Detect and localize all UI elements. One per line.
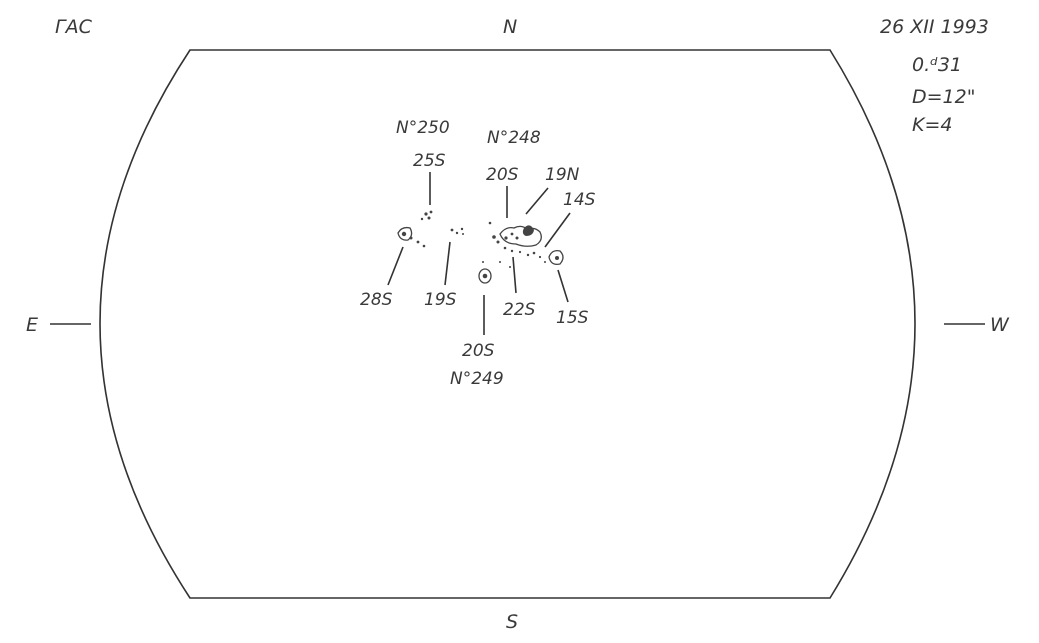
diameter-label: D=12": [912, 86, 975, 108]
date-label: 26 XII 1993: [880, 16, 989, 38]
group-248-label-19n: 19N: [545, 165, 580, 185]
direction-north: N: [503, 16, 517, 38]
group-249-label-20s: 20S: [462, 341, 495, 361]
group-249-number: N°249: [450, 369, 504, 389]
group-248-label-14s: 14S: [563, 190, 596, 210]
observatory-label: ГАС: [55, 16, 93, 38]
group-248-label-15s: 15S: [556, 308, 589, 328]
group-250-leader-19s: [444, 241, 451, 286]
sunspot-group-248: [488, 221, 564, 268]
group-248-label-22s: 22S: [503, 300, 536, 320]
group-248-leader-14s: [544, 212, 571, 248]
group-248-label-20s: 20S: [486, 165, 519, 185]
group-248-leader-19n: [525, 187, 549, 215]
sunspot-group-250: [397, 210, 464, 248]
direction-east: E: [26, 314, 38, 336]
group-248-leader-22s: [512, 256, 517, 294]
group-250-label-28s: 28S: [360, 290, 393, 310]
group-250-label-25s: 25S: [413, 151, 446, 171]
time-label: 0.ᵈ31: [912, 54, 962, 76]
direction-south: S: [506, 611, 518, 633]
group-250-label-19s: 19S: [424, 290, 457, 310]
group-248-number: N°248: [487, 128, 541, 148]
solar-disk-outline: [99, 49, 916, 599]
group-250-number: N°250: [396, 118, 450, 138]
group-248-leader-15s: [557, 269, 569, 303]
group-250-leader-28s: [387, 246, 404, 286]
direction-west: W: [990, 314, 1010, 336]
quality-label: K=4: [912, 114, 952, 136]
sunspot-group-249: [478, 261, 492, 284]
